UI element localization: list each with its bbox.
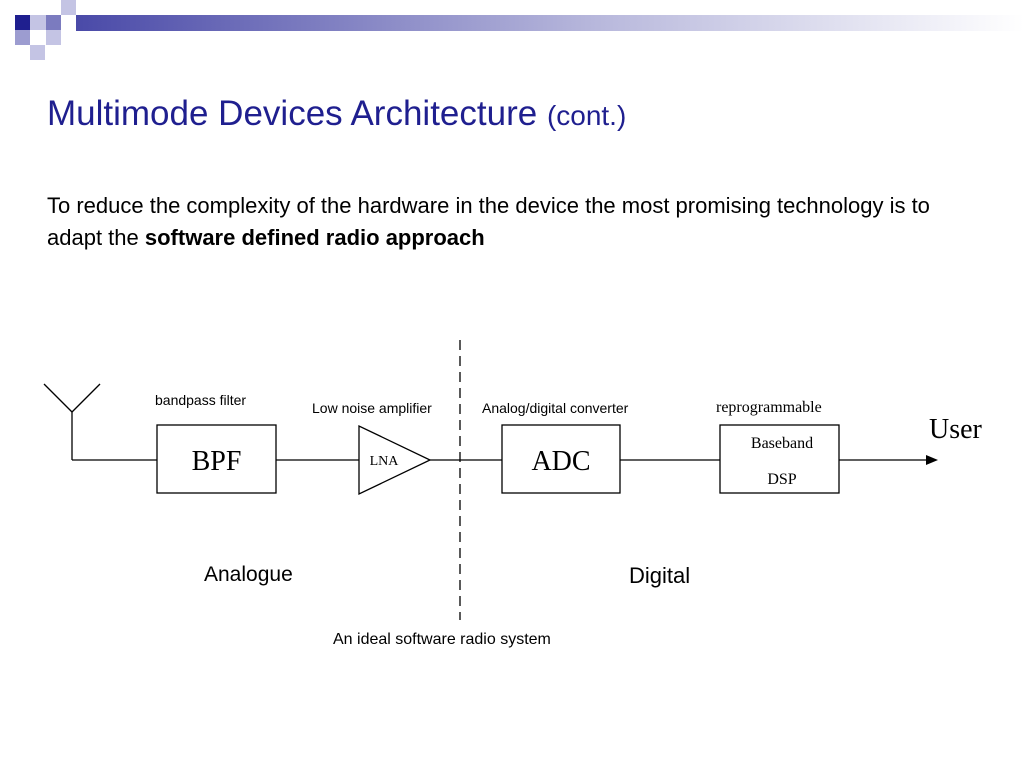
header-square-mid	[15, 30, 30, 45]
header-square-light	[30, 45, 45, 60]
slide-body-text: To reduce the complexity of the hardware…	[47, 190, 947, 254]
header-square-light	[61, 0, 76, 15]
diagram-caption: An ideal software radio system	[333, 631, 551, 648]
adc-block-label: ADC	[531, 446, 590, 477]
lna-caption: Low noise amplifier	[312, 400, 432, 416]
dsp-caption: reprogrammable	[716, 399, 822, 416]
dsp-block-line1: Baseband	[751, 435, 813, 452]
header-square-dark	[15, 15, 30, 30]
slide-title-suffix: (cont.)	[546, 100, 627, 131]
output-user-label: User	[929, 414, 983, 445]
dsp-block-line2: DSP	[767, 471, 796, 488]
dsp-block	[719, 424, 840, 494]
header-decoration	[15, 0, 1024, 60]
header-square-light	[46, 30, 61, 45]
lna-label: LNA	[370, 454, 400, 469]
adc-caption: Analog/digital converter	[482, 400, 629, 416]
bpf-block-label: BPF	[192, 446, 242, 477]
slide-title-main: Multimode Devices Architecture	[47, 94, 538, 133]
analogue-region-label: Analogue	[204, 563, 293, 586]
lna-amplifier	[358, 424, 432, 496]
antenna-icon	[43, 383, 101, 460]
body-text-plain: To reduce the complexity of the hardware…	[47, 193, 930, 250]
bpf-block	[156, 424, 277, 494]
header-gradient-bar	[76, 15, 1024, 31]
bpf-caption: bandpass filter	[155, 392, 246, 408]
body-text-bold: software defined radio approach	[144, 225, 485, 250]
digital-region-label: Digital	[629, 563, 690, 588]
slide-title: Multimode Devices Architecture (cont.)	[47, 92, 626, 138]
header-square-light	[30, 15, 46, 30]
header-square-mid	[46, 15, 61, 30]
adc-block	[501, 424, 621, 494]
output-arrowhead	[926, 455, 938, 465]
